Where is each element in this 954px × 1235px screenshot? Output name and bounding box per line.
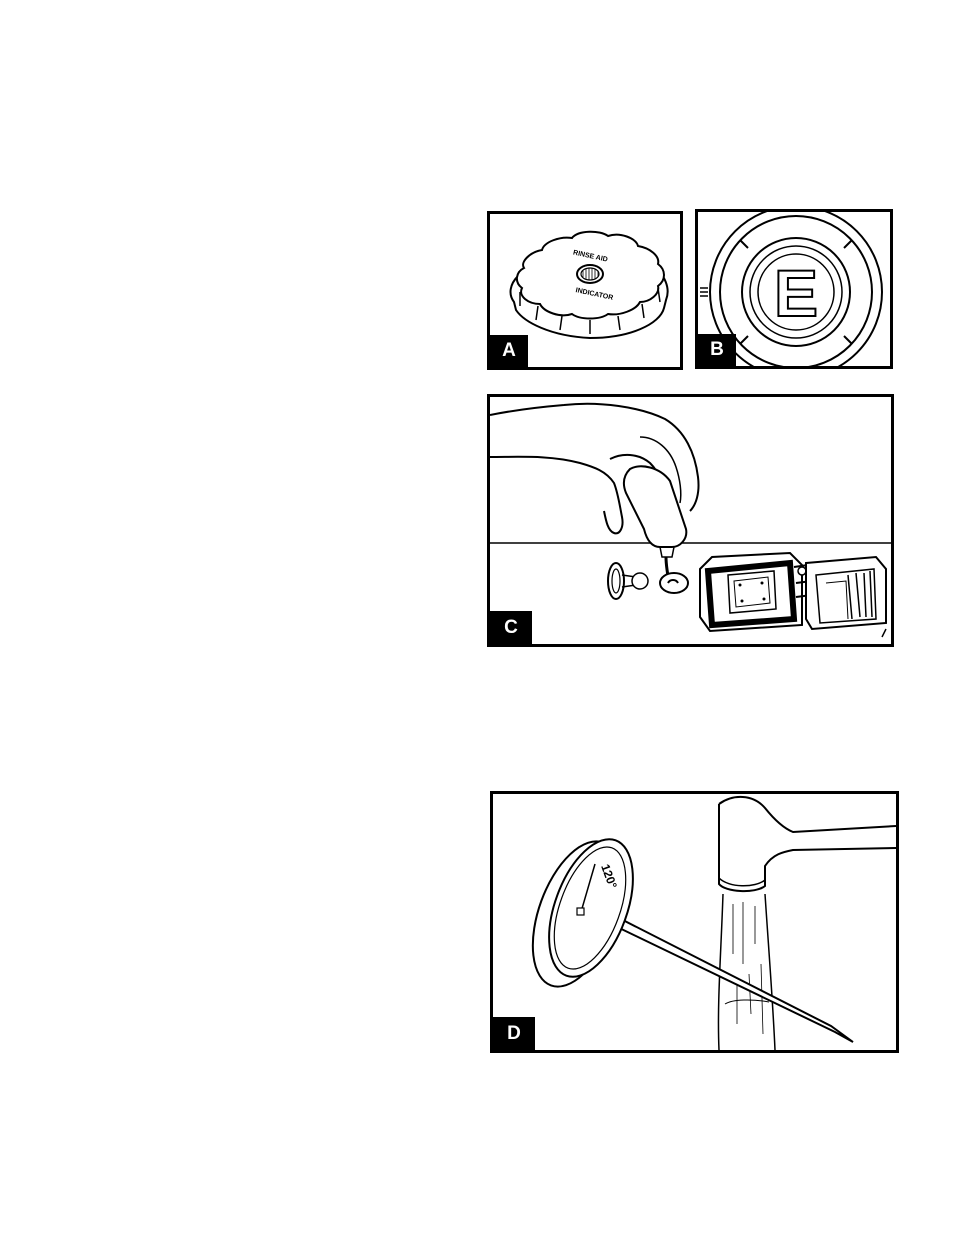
thermometer-water-illustration: 120° [493,794,896,1050]
figure-label-c: C [490,611,532,644]
figure-d-thermometer-water: 120° D [490,791,899,1053]
figure-label-d: D [493,1017,535,1050]
filling-dispenser-illustration [490,397,891,644]
figure-label-a: A [490,335,528,367]
figure-b-indicator-closeup: E B [695,209,893,369]
figure-label-b: B [698,334,736,366]
figure-a-rinse-aid-cap: RINSE AID INDICATOR A [487,211,683,370]
figure-c-filling-dispenser: C [487,394,894,647]
indicator-letter: E [774,256,818,330]
